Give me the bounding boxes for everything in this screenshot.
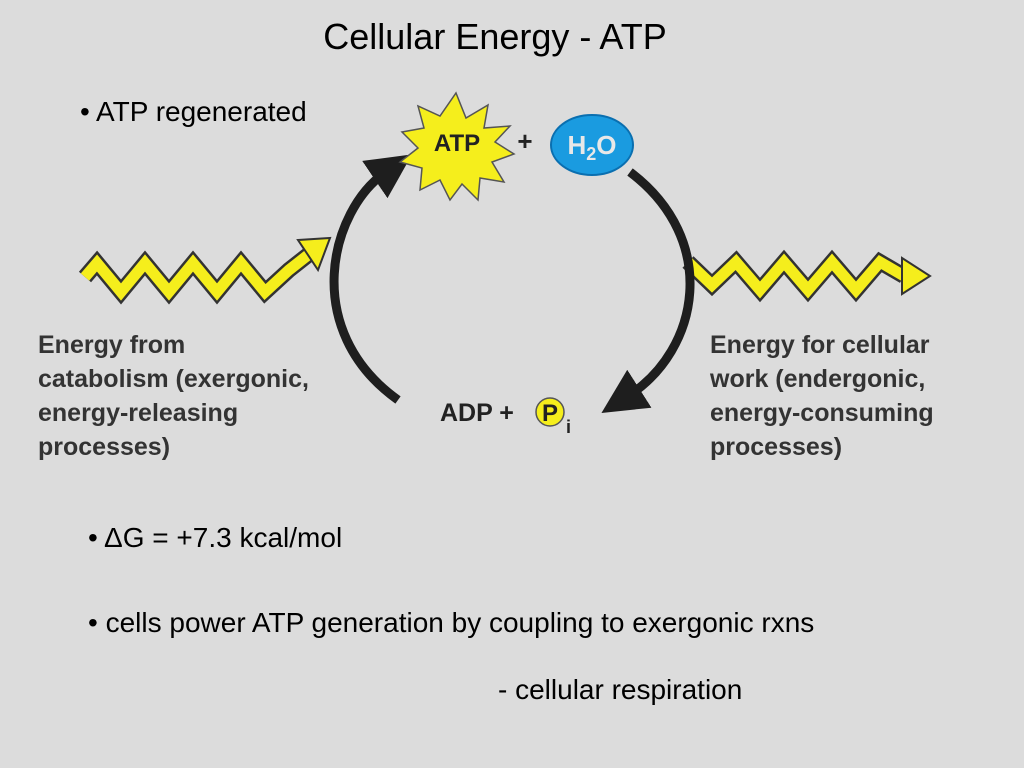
regeneration-arrow xyxy=(329,154,413,404)
sub-bullet-cellular-respiration: - cellular respiration xyxy=(498,674,743,705)
atp-label: ATP xyxy=(434,130,480,157)
cellular-work-label: Energy for cellular work (endergonic, en… xyxy=(709,331,941,461)
plus-sign: + xyxy=(517,126,532,156)
hydrolysis-arrow xyxy=(601,168,695,413)
atp-starburst: ATP xyxy=(398,91,516,202)
bullet-delta-g: • ΔG = +7.3 kcal/mol xyxy=(88,522,343,553)
energy-output-zigzag xyxy=(682,249,932,303)
phosphate-label: P xyxy=(542,400,558,427)
catabolism-label: Energy from catabolism (exergonic, energ… xyxy=(38,331,316,461)
water-molecule: H2O xyxy=(550,114,634,176)
water-subscript: 2 xyxy=(586,144,596,164)
bullet-coupling: • cells power ATP generation by coupling… xyxy=(88,607,815,638)
water-h: H xyxy=(567,130,586,160)
phosphate-subscript: i xyxy=(566,417,571,437)
bullet-atp-regenerated: • ATP regenerated xyxy=(80,96,307,127)
water-o: O xyxy=(596,130,616,160)
slide-title: Cellular Energy - ATP xyxy=(323,16,667,57)
energy-input-zigzag xyxy=(78,236,332,305)
adp-label: ADP + xyxy=(440,399,514,427)
svg-text:H2O: H2O xyxy=(567,130,616,164)
phosphate: P i xyxy=(535,397,571,437)
